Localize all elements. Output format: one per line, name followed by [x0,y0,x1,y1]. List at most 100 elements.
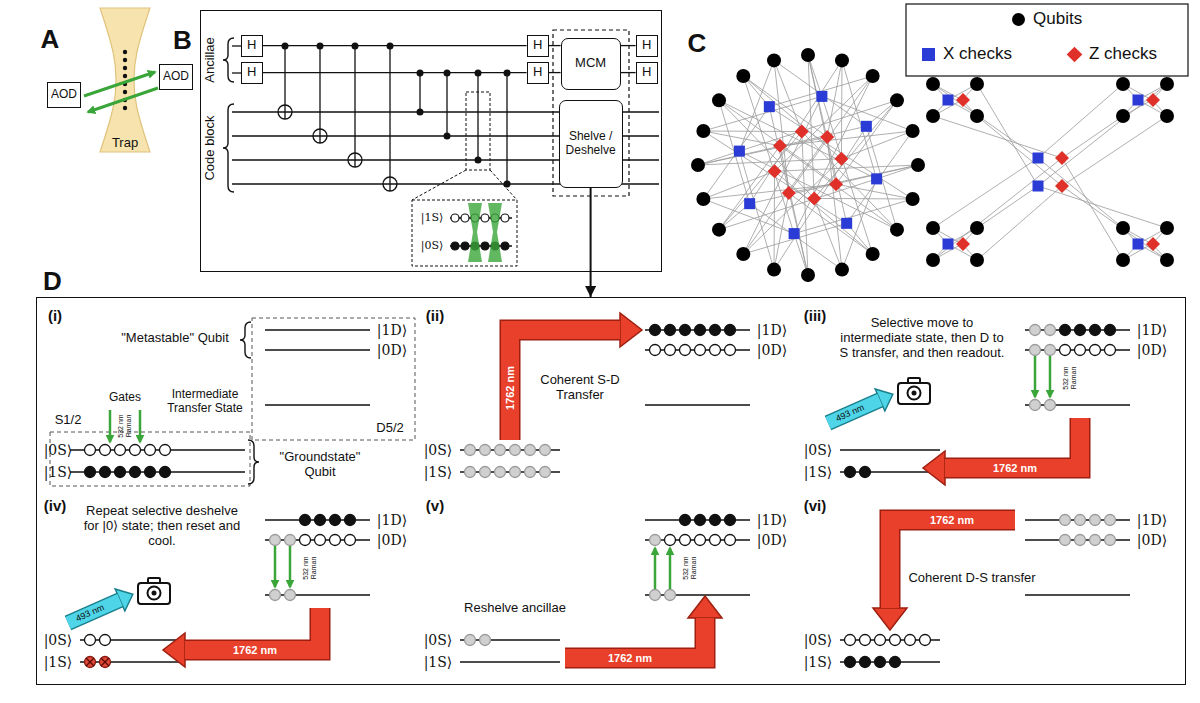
ion [451,214,459,222]
level-line [265,404,370,406]
state-label: |0D⟩ [1137,342,1167,358]
ion [1090,325,1101,336]
ion [1090,345,1101,356]
subpanel-number: (iii) [804,307,827,324]
ion [1075,515,1086,526]
manifold-box [252,318,415,440]
ion-dot [123,50,127,54]
state-label: |1D⟩ [1137,512,1167,528]
ion [665,590,676,601]
graph-edge [743,76,794,234]
qubit [712,223,726,237]
graph-edge [719,100,814,198]
raman-beam [274,546,277,587]
qubit [691,158,705,172]
inset-box [412,200,517,266]
x-check [1133,95,1144,106]
level-line [460,661,560,663]
z-check [956,237,970,251]
subpanel-number: (v) [426,497,444,514]
ancilla-wire [621,45,636,46]
manifold-box [50,432,250,486]
control-dot [317,43,324,50]
wavelength-label: 532 nm Raman [302,553,318,583]
state-label: |0S⟩ [804,442,833,458]
ion [345,535,356,546]
optical-trap [100,8,150,152]
flow-arrow [590,188,592,297]
panel-c-graphs [691,4,1188,282]
state-label: |0D⟩ [757,342,787,358]
gate-beam [488,203,502,262]
ion [710,345,721,356]
graph-edge [789,76,873,193]
ion [1060,345,1071,356]
readout-beam [828,400,880,423]
hadamard-gate: H [241,62,263,84]
ion [1060,325,1071,336]
ion [130,467,141,478]
ion [501,214,509,222]
legend-entry: Z checks [1068,44,1157,64]
qubit [1160,221,1174,235]
qubit [866,247,880,261]
wavelength-label: 1762 nm [233,644,277,657]
ion [330,535,341,546]
qubit-wire [621,111,659,112]
graph-edge [775,171,873,254]
aod-box: AOD [159,64,193,90]
brace [240,322,251,358]
x-check [734,146,745,157]
ion [525,467,536,478]
graph-edge [698,137,827,165]
ion [465,467,476,478]
ion [285,535,296,546]
brace [223,38,234,82]
z-check [1146,237,1160,251]
graph-edge [703,107,769,199]
ion [905,635,916,646]
x-check [764,101,775,112]
graph-edge [774,193,789,270]
level-line [265,349,370,351]
subpanel [840,515,1130,668]
state-label: |1D⟩ [377,322,407,338]
ion [525,445,536,456]
state-label: |0S⟩ [44,442,73,458]
ion [345,515,356,526]
ion [540,445,551,456]
laser-arrow [163,633,185,667]
ion [480,467,491,478]
reset-cross [86,658,94,666]
reset-cross [101,658,109,666]
box-label: AOD [163,70,189,83]
ion [710,515,721,526]
ion [890,657,901,668]
graph-edge [743,96,822,254]
x-check [943,239,954,250]
graph-edge [836,184,913,199]
ion [1105,325,1116,336]
ion [860,635,871,646]
z-check [829,177,843,191]
shelve-box: Shelve / Deshelve [559,100,623,188]
zoom-line [412,170,466,200]
qubit [970,253,984,267]
graph-edge [841,60,843,158]
graph-edge [775,76,873,171]
panel-a [84,8,158,152]
graph-edge [1038,186,1167,228]
level-line [840,449,940,451]
annotation: Selective move to intermediate state, th… [837,316,1007,361]
ion [665,535,676,546]
level-line [70,471,245,473]
ion [1030,345,1041,356]
brace [248,440,259,484]
subpanel [460,515,750,663]
ion [495,467,506,478]
panel-letter: C [688,29,707,59]
graph-edge [719,179,877,230]
graph-edge [739,100,897,151]
laser-arrow [923,451,945,485]
z-check [795,125,809,139]
